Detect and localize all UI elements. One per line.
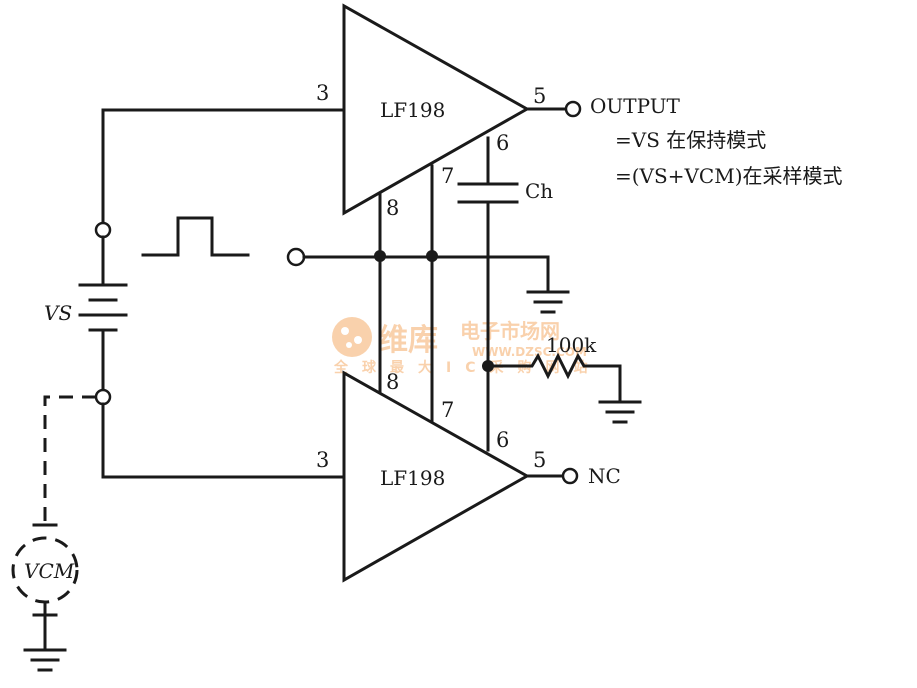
upper-amp-name: LF198 — [380, 98, 445, 122]
vs-bottom-terminal — [94, 388, 112, 406]
nc-terminal — [561, 467, 579, 485]
vs-top-terminal — [94, 221, 112, 239]
svg-text:电子市场网: 电子市场网 — [460, 319, 560, 343]
output-note-sample: =(VS+VCM)在采样模式 — [615, 164, 843, 188]
lower-lf198-amplifier: LF198 — [342, 370, 531, 583]
output-label: OUTPUT — [590, 94, 681, 118]
logic-pulse-icon — [141, 216, 250, 257]
lower-pin-7: 7 — [441, 398, 454, 422]
upper-pin-3: 3 — [316, 81, 329, 105]
nc-label: NC — [588, 464, 621, 488]
lower-pin-5: 5 — [533, 448, 546, 472]
svg-text:维库: 维库 — [378, 323, 438, 358]
lower-amp-name: LF198 — [380, 466, 445, 490]
resistor-label: 100k — [546, 333, 597, 357]
upper-pin-8: 8 — [386, 196, 399, 220]
upper-pin-7: 7 — [441, 164, 454, 188]
watermark-logo: 维库 电子市场网 全球最大IC采购网站 WWW.DZSC.COM — [332, 317, 601, 376]
logic-input-terminal — [286, 247, 306, 267]
hold-capacitor-label: Ch — [525, 179, 553, 203]
lower-pin-3: 3 — [316, 448, 329, 472]
svg-text:全球最大IC采购网站: 全球最大IC采购网站 — [333, 359, 601, 376]
lower-pin-6: 6 — [496, 428, 509, 452]
upper-pin-6: 6 — [496, 131, 509, 155]
vcm-source-label: VCM — [24, 559, 75, 583]
output-terminal — [564, 100, 582, 118]
upper-lf198-amplifier: LF198 — [342, 3, 531, 216]
input-wiring — [78, 108, 346, 479]
resistor-icon — [486, 352, 622, 402]
vs-source-label: VS — [44, 301, 72, 325]
vcm-source — [11, 395, 96, 672]
output-note-hold: =VS 在保持模式 — [615, 128, 766, 152]
upper-pin-5: 5 — [533, 84, 546, 108]
lower-pin-8: 8 — [386, 370, 399, 394]
